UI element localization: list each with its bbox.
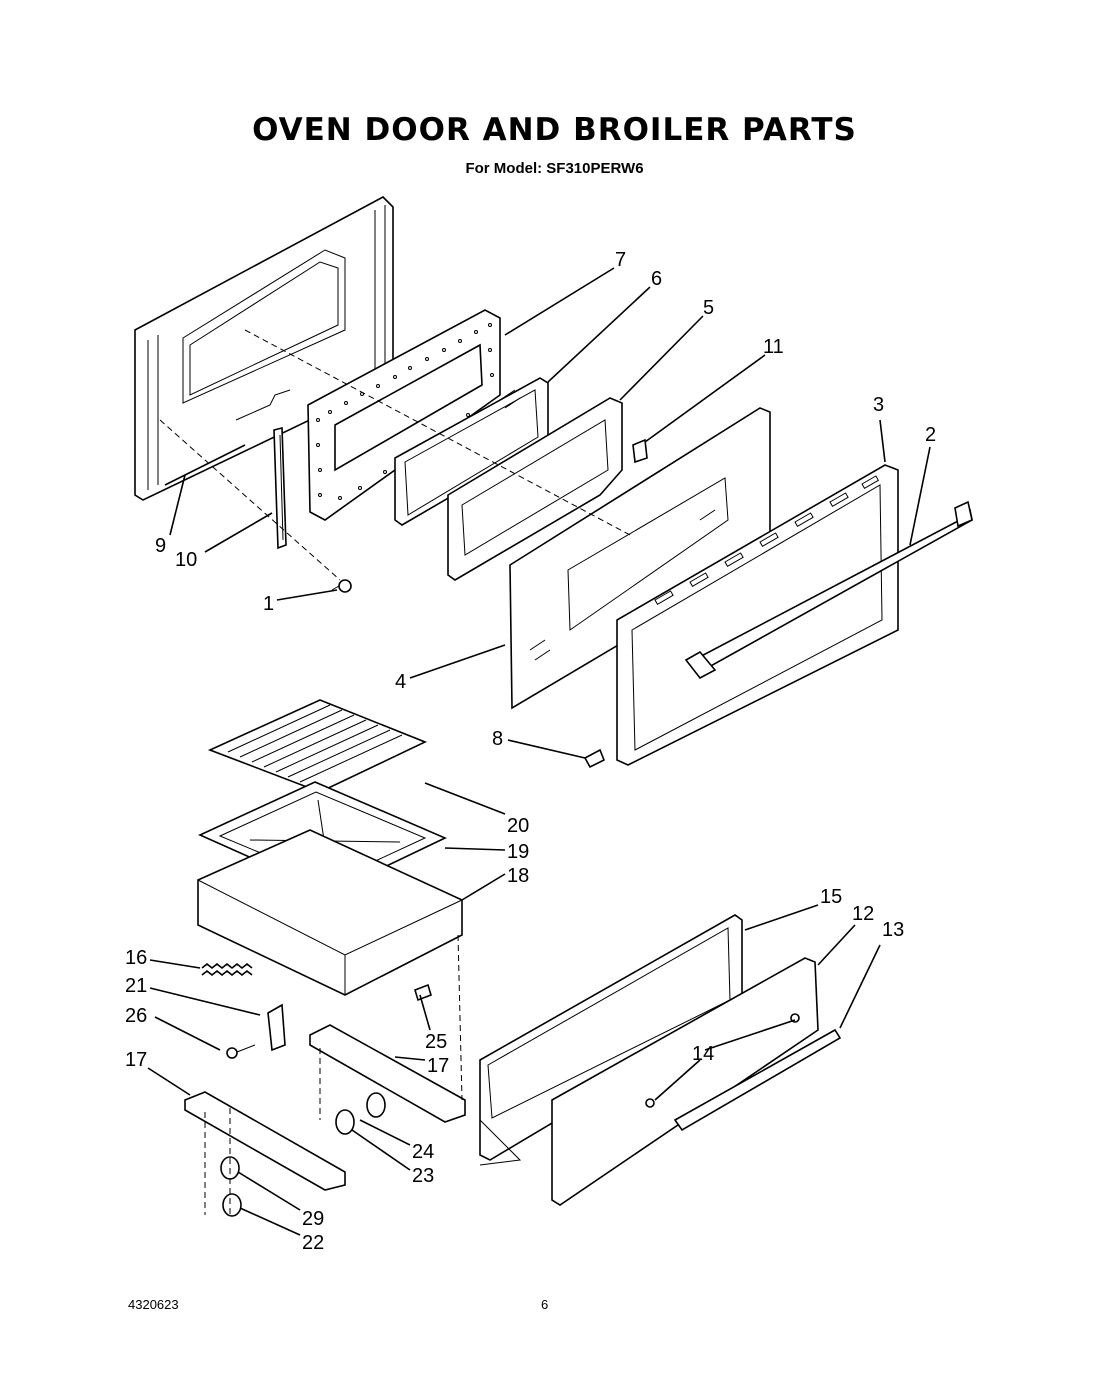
- callout-4: 4: [395, 671, 406, 693]
- page-title: OVEN DOOR AND BROILER PARTS: [252, 112, 857, 148]
- callout-13: 13: [882, 919, 904, 941]
- page-number: 6: [541, 1297, 549, 1312]
- callout-7: 7: [615, 249, 626, 271]
- clip-part-25: [414, 983, 432, 1002]
- callout-6: 6: [651, 268, 662, 290]
- latch-part-21: [267, 1003, 286, 1052]
- bushing-part-23: [335, 1109, 355, 1135]
- callout-1: 1: [263, 593, 274, 615]
- outer-door-frame-part-3: [616, 464, 899, 766]
- assembly-lines-broiler: [204, 934, 463, 1215]
- callout-24: 24: [412, 1141, 434, 1163]
- callout-10: 10: [175, 549, 197, 571]
- callout-21: 21: [125, 975, 147, 997]
- broiler-grid-part-20: [207, 699, 427, 793]
- callout-11: 11: [763, 336, 784, 358]
- spring-part-16: [201, 962, 253, 977]
- callout-17-upper: 17: [427, 1055, 449, 1077]
- glass-retainer-part-5: [447, 397, 623, 581]
- screw-part-26: [226, 1044, 256, 1059]
- document-number: 4320623: [128, 1297, 179, 1312]
- screw-part-1: [331, 579, 352, 593]
- callout-25: 25: [425, 1031, 447, 1053]
- broiler-handle-part-13: [673, 1028, 842, 1132]
- bushing-part-22: [222, 1193, 242, 1217]
- callout-17-lower: 17: [125, 1049, 147, 1071]
- callout-8: 8: [492, 728, 503, 750]
- leader-lines: [147, 267, 931, 1236]
- callout-29: 29: [302, 1208, 324, 1230]
- callout-5: 5: [703, 297, 714, 319]
- callout-18: 18: [507, 865, 529, 887]
- callout-9: 9: [155, 535, 166, 557]
- callout-20: 20: [507, 815, 529, 837]
- callout-23: 23: [412, 1165, 434, 1187]
- callout-12: 12: [852, 903, 874, 925]
- callout-19: 19: [507, 841, 529, 863]
- callout-22: 22: [302, 1232, 324, 1254]
- callout-26: 26: [125, 1005, 147, 1027]
- outer-glass-part-4: [509, 407, 771, 710]
- callout-2: 2: [925, 424, 936, 446]
- door-strip-part-10: [273, 426, 287, 550]
- clip-part-8: [583, 748, 606, 769]
- assembly-lines-door: [159, 329, 631, 581]
- broiler-drawer-part-18: [197, 829, 463, 996]
- callout-14: 14: [692, 1043, 714, 1065]
- broiler-door-panel-part-12: [551, 957, 819, 1206]
- callout-3: 3: [873, 394, 884, 416]
- bushing-part-24: [366, 1092, 386, 1118]
- screws-part-14: [645, 1013, 800, 1108]
- callout-16: 16: [125, 947, 147, 969]
- callout-15: 15: [820, 886, 842, 908]
- clip-part-11: [632, 438, 648, 464]
- rail-part-17-upper: [309, 1024, 466, 1123]
- model-subtitle: For Model: SF310PERW6: [465, 160, 644, 177]
- rail-part-17-lower: [184, 1091, 346, 1191]
- inner-glass-part-6: [394, 377, 549, 526]
- door-handle-part-2: [684, 500, 973, 680]
